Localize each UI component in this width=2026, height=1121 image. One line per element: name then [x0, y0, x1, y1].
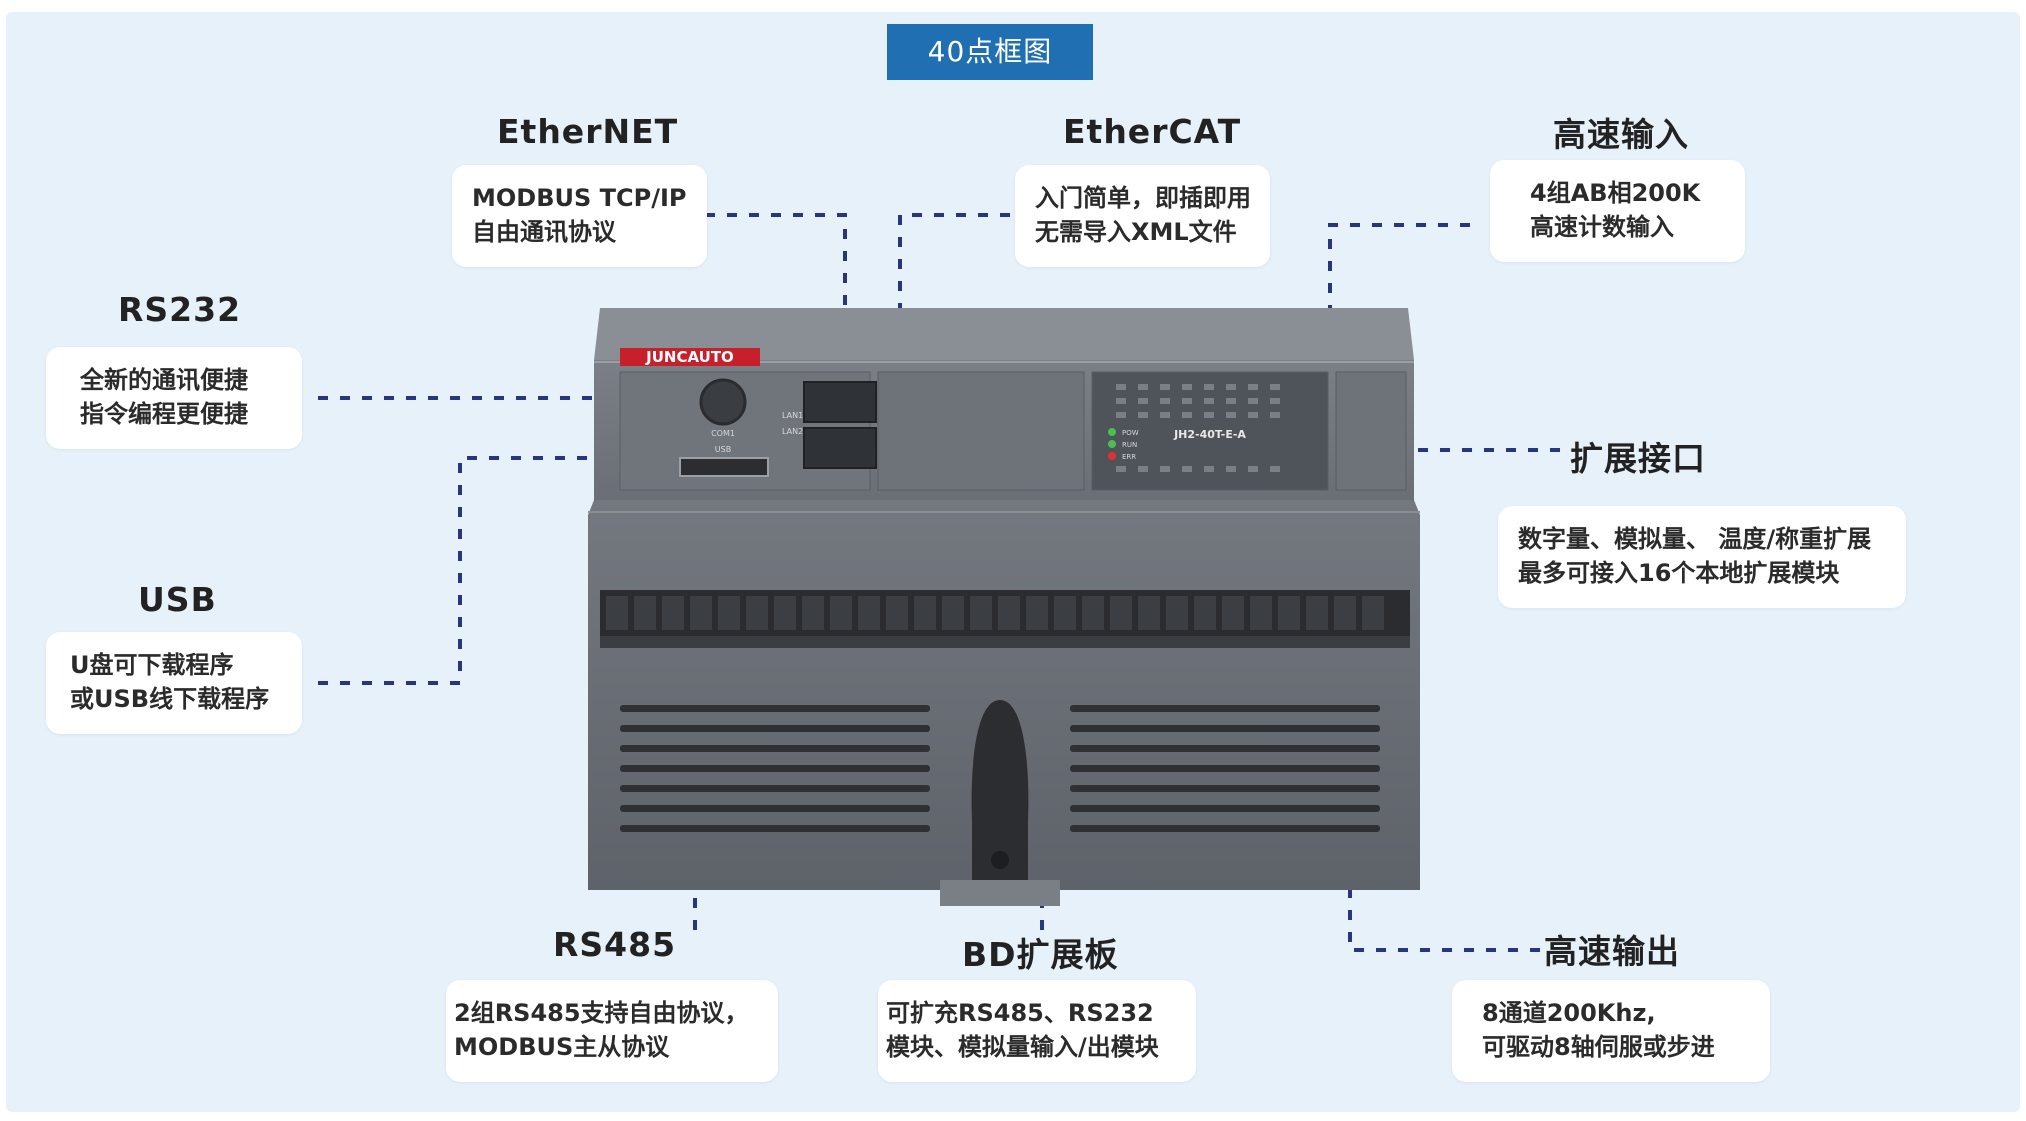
card-usb: U盘可下载程序 或USB线下载程序	[46, 632, 302, 734]
run-led	[1108, 440, 1116, 448]
usb-port	[679, 457, 769, 477]
plc-device: JUNCAUTO COM1 USB LAN1 LAN2 POW RUN ERR …	[588, 308, 1420, 906]
card-rs232-line-2: 指令编程更便捷	[80, 400, 248, 428]
led-indicator-grid	[1116, 384, 1280, 472]
card-usb-line-1: U盘可下载程序	[70, 651, 234, 679]
heading-high-speed-input: 高速输入	[1553, 115, 1689, 154]
card-bd-board: 可扩充RS485、RS232 模块、模拟量输入/出模块	[878, 980, 1196, 1082]
heading-rs485: RS485	[553, 925, 677, 964]
card-bd-board-line-1: 可扩充RS485、RS232	[886, 999, 1154, 1027]
card-rs232-line-1: 全新的通讯便捷	[80, 366, 248, 394]
heading-bd-board: BD扩展板	[962, 935, 1119, 974]
card-usb-line-2: 或USB线下载程序	[70, 685, 270, 713]
brand-text: JUNCAUTO	[645, 348, 734, 366]
card-ethercat-line-1: 入门简单，即插即用	[1035, 184, 1251, 212]
card-high-speed-input: 4组AB相200K 高速计数输入	[1490, 160, 1745, 262]
heading-expansion: 扩展接口	[1570, 439, 1706, 478]
card-high-speed-input-line-1: 4组AB相200K	[1530, 179, 1701, 207]
lan2-port	[803, 427, 877, 469]
terminal-slots	[606, 596, 1384, 630]
heading-ethernet: EtherNET	[497, 112, 679, 151]
card-expansion: 数字量、模拟量、 温度/称重扩展 最多可接入16个本地扩展模块	[1498, 506, 1906, 608]
com1-port	[699, 378, 747, 426]
pow-led	[1108, 428, 1116, 436]
model-label: JH2-40T-E-A	[1173, 428, 1246, 441]
port-label-com1: COM1	[711, 429, 735, 438]
led-label-run: RUN	[1122, 441, 1137, 449]
led-label-err: ERR	[1122, 453, 1136, 461]
card-bd-board-line-2: 模块、模拟量输入/出模块	[886, 1033, 1159, 1061]
err-led	[1108, 452, 1116, 460]
card-high-speed-output-line-1: 8通道200Khz,	[1482, 999, 1656, 1027]
card-rs485-line-2: MODBUS主从协议	[454, 1033, 670, 1061]
brand-logo	[620, 348, 760, 366]
heading-high-speed-output: 高速输出	[1544, 932, 1680, 971]
din-rail-clip	[971, 700, 1029, 880]
diagram-title: 40点框图	[887, 24, 1093, 80]
card-ethercat: 入门简单，即插即用 无需导入XML文件	[1015, 165, 1270, 267]
port-label-lan2: LAN2	[782, 427, 803, 436]
card-expansion-line-2: 最多可接入16个本地扩展模块	[1518, 559, 1840, 587]
heading-usb: USB	[138, 580, 217, 619]
connector-high-speed-input	[1328, 223, 1470, 310]
heading-ethercat: EtherCAT	[1063, 112, 1242, 151]
card-rs485-line-1: 2组RS485支持自由协议，	[454, 999, 749, 1027]
connector-usb	[318, 456, 680, 685]
connector-ethercat	[898, 213, 1010, 470]
heading-rs232: RS232	[118, 290, 242, 329]
card-rs485: 2组RS485支持自由协议， MODBUS主从协议	[446, 980, 778, 1082]
card-ethercat-line-2: 无需导入XML文件	[1035, 218, 1237, 246]
card-high-speed-output: 8通道200Khz, 可驱动8轴伺服或步进	[1452, 980, 1770, 1082]
card-high-speed-input-line-2: 高速计数输入	[1530, 213, 1674, 241]
card-ethernet-line-2: 自由通讯协议	[472, 218, 616, 246]
card-expansion-line-1: 数字量、模拟量、 温度/称重扩展	[1518, 525, 1872, 553]
led-label-pow: POW	[1122, 429, 1139, 437]
card-high-speed-output-line-2: 可驱动8轴伺服或步进	[1482, 1033, 1715, 1061]
card-ethernet: MODBUS TCP/IP 自由通讯协议	[452, 165, 707, 267]
port-label-lan1: LAN1	[782, 411, 803, 420]
ventilation-slots	[620, 705, 1380, 832]
card-rs232: 全新的通讯便捷 指令编程更便捷	[46, 347, 302, 449]
lan1-port	[803, 381, 877, 423]
port-label-usb: USB	[715, 445, 731, 454]
card-ethernet-line-1: MODBUS TCP/IP	[472, 184, 687, 212]
